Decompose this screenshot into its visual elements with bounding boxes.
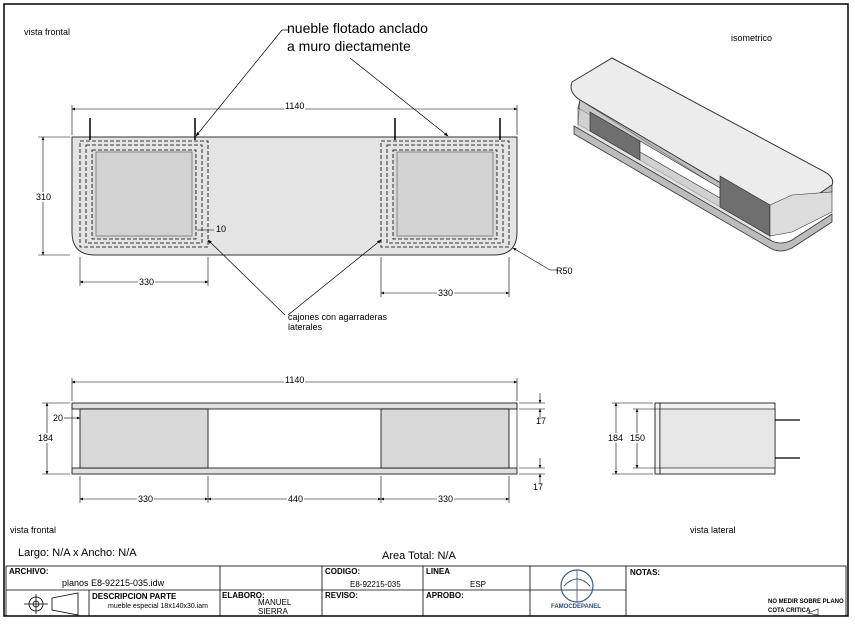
dim-lat-outer: 184 [608,433,624,443]
tb-no-medir: NO MEDIR SOBRE PLANO [768,599,844,605]
dim-mid-left: 330 [137,494,155,504]
dim-mid-center: 440 [287,494,305,504]
view-label-front-top: vista frontal [24,27,71,37]
dim-left-drawer: 330 [138,277,156,287]
lateral-view [612,402,800,475]
company-logo [560,569,594,603]
note-floating-line2: a muro diectamente [287,38,411,54]
size-summary: Largo: N/A x Ancho: N/A [18,547,137,559]
dim-mid-right-top: 17 [536,416,547,426]
tb-logo-text: FAMOCDEPANEL [551,604,601,610]
dim-mid-top: 20 [53,413,64,423]
view-label-iso: isometrico [731,33,773,43]
area-summary: Area Total: N/A [382,550,456,562]
dim-mid-right: 330 [437,494,455,504]
note-floating-line1: nueble flotado anclado [287,20,428,36]
dim-lat-inner: 150 [630,433,646,443]
dim-right-drawer: 330 [437,288,455,298]
title-block [5,565,847,617]
tb-linea-value: ESP [470,580,487,589]
dim-top-width: 1140 [284,101,306,111]
tb-elaboro-label: ELABORO: [222,591,265,600]
tb-reviso-label: REVISO: [325,591,358,600]
front-view-bottom [42,378,545,503]
dim-mid-right-bottom: 17 [533,482,544,492]
dim-mid-height: 184 [38,433,54,443]
note-drawers-line1: cajones con agarraderas [288,312,388,322]
tb-cota-critica: COTA CRITICA [768,608,811,614]
tb-codigo-label: CODIGO: [325,567,361,576]
tb-archivo-value: planos E8-92215-035.idw [62,578,165,588]
tb-elaboro-value-2: SIERRA [258,607,288,616]
tb-elaboro-value-1: MANUEL [258,598,292,607]
dim-offset: 10 [216,224,227,234]
projection-symbol-icon [24,592,79,616]
view-label-front-bottom: vista frontal [10,525,57,535]
tb-archivo-label: ARCHIVO: [9,567,49,576]
isometric-view [570,57,834,252]
tb-desc-value: mueble especial 18x140x30.iam [108,603,209,610]
tb-notas-label: NOTAS: [630,568,661,577]
tb-aprobo-label: APROBO: [426,591,464,600]
tb-codigo-value: E8-92215-035 [350,580,401,589]
dim-mid-width: 1140 [284,375,306,385]
cota-critica-icon [806,608,819,616]
note-drawers-line2: laterales [288,322,323,332]
dim-radius: R50 [556,266,573,276]
front-view-top [38,29,558,316]
tb-desc-label: DESCRIPCION PARTE [92,592,177,601]
dim-top-height: 310 [36,192,52,202]
view-label-lateral: vista lateral [690,525,736,535]
tb-linea-label: LINEA [426,567,450,576]
